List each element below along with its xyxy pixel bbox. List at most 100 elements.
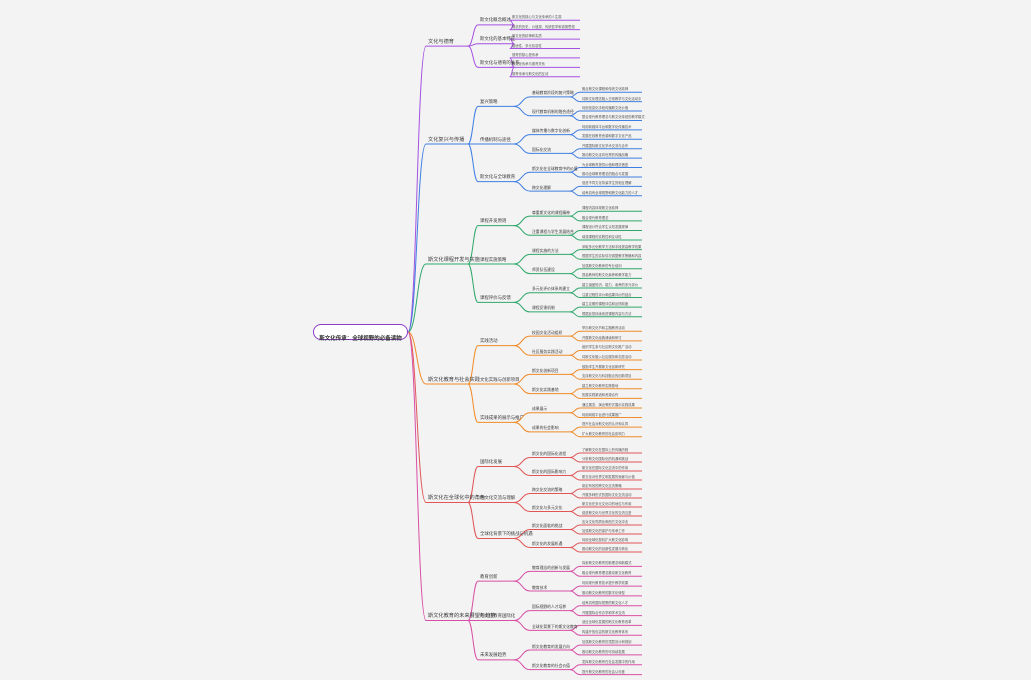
main-branch[interactable]: 斯文化教育与社会实践 (428, 376, 480, 383)
leaf-topic[interactable]: 推动全球教育理念的融合与发展 (582, 171, 629, 176)
leaf-topic[interactable]: 开展多种形式的国际文化交流活动 (582, 493, 632, 497)
subtopic-l3[interactable]: 斯文化与多元文化 (532, 505, 563, 510)
leaf-topic[interactable]: 斯文化在国际文化交流中的作用 (582, 466, 629, 470)
subtopic-l2[interactable]: 斯文化概念概述 (480, 18, 511, 24)
leaf-topic[interactable]: 发展在线教育资源和数字文化产品 (582, 134, 632, 139)
subtopic-l2[interactable]: 教育创新 (480, 574, 498, 580)
leaf-topic[interactable]: 课程内容体现斯文化精神 (582, 206, 619, 211)
leaf-topic[interactable]: 发挥斯文化教育在社会发展中的作用 (582, 659, 635, 664)
leaf-topic[interactable]: 制定有效的跨文化交流策略 (582, 484, 622, 488)
subtopic-l2[interactable]: 传播机制与途径 (480, 137, 511, 143)
subtopic-l3[interactable]: 国际化交流 (532, 146, 551, 152)
leaf-topic[interactable]: 利用网络平台进行成果推广 (582, 412, 622, 417)
leaf-topic[interactable]: 建立斯文化教育实践基地 (582, 383, 619, 388)
leaf-topic[interactable]: 扩大斯文化教育的社会影响力 (582, 431, 625, 436)
leaf-topic[interactable]: 利用信息化手段传播斯文化价值 (582, 106, 629, 111)
leaf-topic[interactable]: 鼓励学生开展斯文化创新研究 (582, 364, 625, 369)
leaf-topic[interactable]: 促进斯文化与世界文化的交流互鉴 (582, 511, 632, 515)
leaf-topic[interactable]: 培养具有全球视野和跨文化能力的人才 (582, 190, 639, 195)
main-branch[interactable]: 斯文化在全球化中的角色 (428, 495, 486, 501)
leaf-topic[interactable]: 提升社会对斯文化的认识和认同 (582, 422, 629, 427)
subtopic-l3[interactable]: 师资队伍建设 (532, 267, 555, 273)
subtopic-l3[interactable]: 斯文化的核心与文化传承的人生观 (512, 15, 562, 20)
leaf-topic[interactable]: 组织学生参与社区斯文化推广活动 (582, 345, 632, 350)
subtopic-l3[interactable]: 斯文化面临的挑战 (532, 523, 563, 528)
leaf-topic[interactable]: 培养具有国际视野的斯文化人才 (582, 600, 629, 605)
subtopic-l3[interactable]: 社区服务实践活动 (532, 348, 563, 354)
leaf-topic[interactable]: 提升斯文化教育的社会认可度 (582, 669, 625, 674)
main-branch[interactable]: 文化复兴与传播 (428, 136, 465, 143)
leaf-topic[interactable]: 建立涵盖知识、能力、素养的多元评价 (582, 282, 639, 287)
main-branch[interactable]: 斯文化课程开发与实施 (428, 256, 480, 263)
subtopic-l3[interactable]: 德育的核心是传承 (512, 52, 539, 57)
leaf-topic[interactable]: 推动斯文化教育的可持续发展 (582, 649, 625, 654)
leaf-topic[interactable]: 斯文化对世界文明发展的贡献与价值 (582, 475, 635, 479)
subtopic-l3[interactable]: 国际视野的人才培养 (532, 604, 567, 610)
root-topic[interactable]: 斯文化传承：全球视野的必备读物 (313, 324, 408, 342)
subtopic-l3[interactable]: 斯文化传承与德育关系 (512, 62, 545, 67)
leaf-topic[interactable]: 建立定期的课程评估和反馈制度 (582, 302, 629, 307)
subtopic-l3[interactable]: 教育理念的创新与发展 (532, 564, 570, 570)
leaf-topic[interactable]: 将斯文化理念融入日常教学与文化活动中 (582, 96, 642, 101)
leaf-topic[interactable]: 融合现代教育理念推动斯文化教育 (582, 571, 632, 576)
subtopic-l3[interactable]: 斯文化在全球教育中的价值 (532, 165, 578, 171)
subtopic-l3[interactable]: 尊重斯文化的课程精神 (532, 209, 570, 215)
leaf-topic[interactable]: 融合斯文化课程和传统文化精神 (582, 87, 629, 92)
leaf-topic[interactable]: 促进不同文化背景学生的相互理解 (582, 181, 632, 186)
leaf-topic[interactable]: 探索斯文化教育的新理念和新模式 (582, 561, 632, 566)
leaf-topic[interactable]: 课程设计符合学生认知发展规律 (582, 225, 629, 230)
subtopic-l3[interactable]: 课程实施的方法 (532, 247, 559, 253)
subtopic-l2[interactable]: 课程评价与反馈 (480, 295, 511, 301)
subtopic-l2[interactable]: 斯文化与全球教育 (480, 175, 516, 181)
subtopic-l2[interactable]: 课程实施策略 (480, 257, 507, 263)
subtopic-l2[interactable]: 国际化发展 (480, 460, 502, 465)
leaf-topic[interactable]: 加强斯文化教育的顶层设计和规划 (582, 640, 632, 645)
leaf-topic[interactable]: 提高教师的斯文化素养和教学能力 (582, 273, 632, 278)
leaf-topic[interactable]: 采取多元化教学方法和手段提高教学效果 (582, 244, 642, 249)
subtopic-l3[interactable]: 概念的历史、价值观、传统哲学和道德思想 (512, 24, 575, 29)
subtopic-l3[interactable]: 斯文化教育的社会价值 (532, 663, 570, 669)
subtopic-l3[interactable]: 教育技术 (532, 584, 548, 590)
leaf-topic[interactable]: 开展斯文化经典诵读和研讨 (582, 335, 622, 340)
subtopic-l2[interactable]: 全球化背景下的挑战与机遇 (480, 532, 533, 537)
subtopic-l3[interactable]: 斯文化的精神和实质 (512, 34, 542, 39)
subtopic-l3[interactable]: 德育传承与斯文化的互动 (512, 71, 549, 76)
main-branch[interactable]: 斯文化教育的未来展望与趋势 (428, 613, 496, 619)
leaf-topic[interactable]: 推动斯文化走向世界的传播战略 (582, 153, 629, 158)
leaf-topic[interactable]: 加强斯文化的保护与传承工作 (582, 529, 625, 533)
subtopic-l3[interactable]: 成果的社会影响 (532, 425, 559, 431)
leaf-topic[interactable]: 根据反馈持续改进课程内容与方法 (582, 311, 632, 316)
leaf-topic[interactable]: 适应全球化发展的斯文化教育改革 (582, 620, 632, 625)
subtopic-l2[interactable]: 课程开发原则 (480, 219, 507, 225)
leaf-topic[interactable]: 利用全球化契机扩大斯文化影响 (582, 538, 629, 542)
subtopic-l3[interactable]: 斯文化的国际影响力 (532, 469, 567, 474)
leaf-topic[interactable]: 构建开放包容的斯文化教育体系 (582, 630, 629, 635)
leaf-topic[interactable]: 将斯文化融入社区服务和志愿活动 (582, 355, 632, 360)
subtopic-l3[interactable]: 全球化背景下的斯文化教育 (532, 623, 578, 629)
leaf-topic[interactable]: 通过展览、演出等形式展示实践成果 (582, 402, 635, 407)
subtopic-l3[interactable]: 斯文化创新项目 (532, 367, 559, 373)
subtopic-l2[interactable]: 实践成果的展示与推广 (480, 415, 524, 421)
leaf-topic[interactable]: 支持斯文化与科技融合的创新项目 (582, 374, 632, 379)
subtopic-l3[interactable]: 媒体传播与数字化创新 (532, 128, 570, 134)
subtopic-l3[interactable]: 基础教育阶段的复兴策略 (532, 90, 574, 96)
leaf-topic[interactable]: 整合现代教育理念与斯文化传统的教学模式 (582, 115, 645, 120)
leaf-topic[interactable]: 了解斯文化在国际上的传播历程 (582, 448, 629, 452)
leaf-topic[interactable]: 拓展实践渠道和资源合作 (582, 393, 619, 398)
subtopic-l3[interactable]: 现代教育机制的融合途径 (532, 109, 574, 115)
leaf-topic[interactable]: 为全球教育提供价值和理念借鉴 (582, 162, 629, 167)
leaf-topic[interactable]: 开展国际斯文化学术交流与合作 (582, 143, 629, 148)
leaf-topic[interactable]: 斯文化在多元文化中的地位与作用 (582, 502, 632, 506)
leaf-topic[interactable]: 举办斯文化节和主题教育活动 (582, 326, 625, 331)
subtopic-l3[interactable]: 斯文化的国际化进程 (532, 451, 567, 456)
subtopic-l3[interactable]: 斯文化教育的发展方向 (532, 643, 570, 649)
subtopic-l3[interactable]: 斯文化实践基地 (532, 387, 559, 393)
leaf-topic[interactable]: 应对文化同质化和西方文化冲击 (582, 520, 629, 524)
leaf-topic[interactable]: 利用现代教育技术提升教学效果 (582, 581, 629, 586)
subtopic-l3[interactable]: 多元化评价体系的建立 (532, 286, 570, 292)
subtopic-l2[interactable]: 跨文化交流与理解 (480, 496, 516, 501)
subtopic-l3[interactable]: 课程反馈机制 (532, 305, 555, 311)
subtopic-l2[interactable]: 实践活动 (480, 339, 498, 345)
leaf-topic[interactable]: 利用新媒体平台和数字化传播技术 (582, 124, 632, 129)
subtopic-l3[interactable]: 注重课程与学生发展结合 (532, 228, 574, 234)
